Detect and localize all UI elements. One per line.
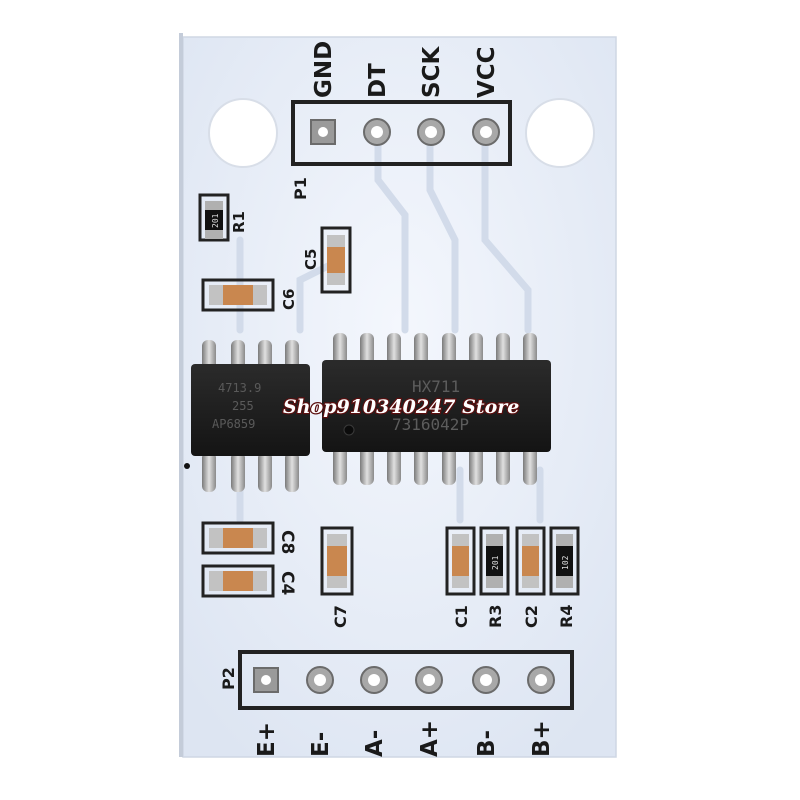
label-e-minus: E-	[308, 732, 334, 757]
label-r4: R4	[557, 605, 576, 628]
hx711-marking-2: 7316042P	[392, 415, 469, 434]
capacitor-c1	[445, 526, 476, 596]
label-dt: DT	[365, 63, 391, 98]
label-c7: C7	[331, 605, 350, 628]
hx711-pin1-notch	[343, 424, 355, 436]
capacitor-c8	[201, 521, 275, 555]
label-r1: R1	[230, 211, 248, 233]
label-vcc: VCC	[474, 46, 500, 98]
resistor-r3: 201	[479, 526, 510, 596]
store-watermark: Shop910340247 Store	[283, 396, 519, 418]
capacitor-c4	[201, 564, 275, 598]
label-c6: C6	[280, 289, 298, 310]
soic8-bottom-pins	[202, 452, 299, 492]
label-c2: C2	[522, 605, 541, 628]
label-c1: C1	[452, 605, 471, 628]
soic8-pin1-dot	[184, 463, 190, 469]
label-sck: SCK	[419, 46, 445, 98]
resistor-r4: 102	[549, 526, 580, 596]
label-p1: P1	[291, 177, 310, 200]
label-a-plus: A+	[417, 720, 443, 757]
capacitor-c6	[201, 278, 275, 312]
label-r3: R3	[486, 605, 505, 628]
label-p2: P2	[219, 667, 238, 690]
r4-code: 102	[561, 555, 570, 570]
label-gnd: GND	[311, 41, 337, 98]
r1-code: 201	[211, 213, 220, 228]
label-b-minus: B-	[474, 730, 500, 757]
capacitor-c5	[320, 226, 352, 294]
soic8-marking-2: 255	[232, 399, 254, 413]
resistor-r1: 201	[198, 193, 230, 242]
soic8-marking-1: 4713.9	[218, 381, 261, 395]
soic8-top-pins	[202, 340, 299, 370]
header-p1	[291, 100, 512, 166]
label-c5: C5	[302, 249, 320, 270]
capacitor-c2	[515, 526, 546, 596]
label-c4: C4	[277, 571, 297, 595]
header-p2	[238, 650, 574, 710]
soic8-marking-3: AP6859	[212, 417, 255, 431]
hx711-top-pins	[333, 333, 537, 368]
label-c8: C8	[277, 530, 297, 554]
label-a-minus: A-	[362, 730, 388, 757]
hx711-chip: HX711 7316042P	[322, 333, 551, 485]
hx711-bottom-pins	[333, 445, 537, 485]
label-b-plus: B+	[529, 720, 555, 757]
mounting-hole-left	[208, 98, 278, 168]
capacitor-c7	[320, 526, 354, 596]
r3-code: 201	[491, 555, 500, 570]
hx711-marking-1: HX711	[412, 377, 460, 396]
soic8-chip: 4713.9 255 AP6859	[191, 340, 310, 492]
mounting-hole-right	[525, 98, 595, 168]
label-e-plus: E+	[254, 722, 280, 757]
